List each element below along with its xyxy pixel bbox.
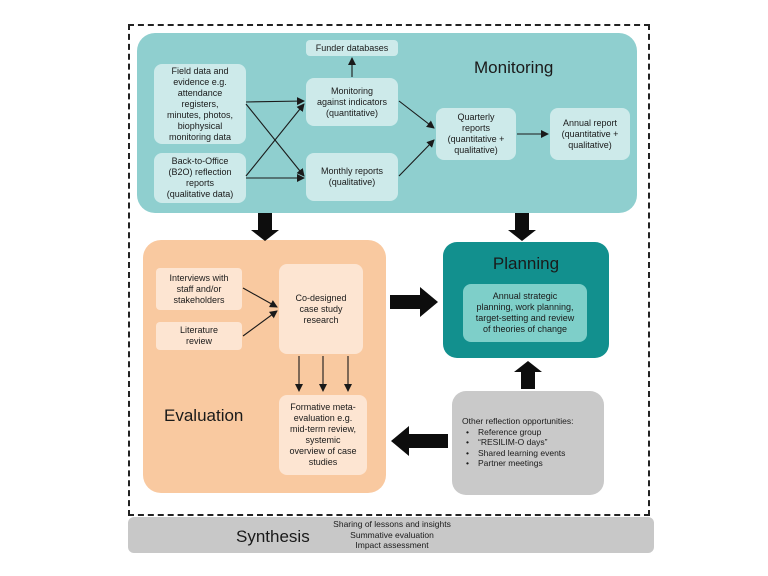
arrow-monitoring-to-planning [508, 213, 536, 241]
connector-literature-to-case-study [242, 310, 278, 337]
synthesis-line-impact: Impact assessment [355, 540, 429, 550]
monitoring-title: Monitoring [474, 58, 554, 77]
synthesis-line-lessons: Sharing of lessons and insights [333, 519, 451, 529]
case-study-box: Co-designed case study research [279, 264, 363, 354]
synthesis-title: Synthesis [236, 527, 310, 546]
synthesis-lines: Sharing of lessons and insights Summativ… [312, 519, 472, 551]
arrow-evaluation-to-planning [390, 287, 438, 317]
connector-indicators-to-quarterly [398, 100, 435, 129]
b2o-reports-box: Back-to-Office (B2O) reflection reports … [154, 153, 246, 203]
arrow-other-to-evaluation [391, 426, 448, 456]
other-reflection-heading: Other reflection opportunities: [462, 416, 574, 426]
connector-interviews-to-case-study [242, 287, 278, 308]
other-item-resilim-days: “RESILIM-O days” [462, 437, 602, 448]
connector-b2o-to-indicators [245, 103, 305, 177]
evaluation-title: Evaluation [164, 406, 244, 425]
arrow-other-to-planning [514, 361, 542, 389]
other-item-partner-meetings: Partner meetings [462, 458, 602, 469]
synthesis-line-summative: Summative evaluation [350, 529, 434, 540]
annual-report-box: Annual report (quantitative + qualitativ… [550, 108, 630, 160]
funder-databases-box: Funder databases [306, 40, 398, 56]
monthly-reports-box: Monthly reports (qualitative) [306, 153, 398, 201]
other-item-shared-learning: Shared learning events [462, 448, 602, 459]
monitoring-indicators-box: Monitoring against indicators (quantitat… [306, 78, 398, 126]
connector-monthly-to-quarterly [398, 139, 435, 177]
annual-planning-box: Annual strategic planning, work planning… [463, 284, 587, 342]
quarterly-reports-box: Quarterly reports (quantitative + qualit… [436, 108, 516, 160]
overall-boundary [128, 24, 650, 516]
literature-review-box: Literature review [156, 322, 242, 350]
formative-evaluation-box: Formative meta- evaluation e.g. mid-term… [279, 395, 367, 475]
arrow-monitoring-to-evaluation [251, 213, 279, 241]
other-item-reference-group: Reference group [462, 427, 602, 438]
interviews-box: Interviews with staff and/or stakeholder… [156, 268, 242, 310]
planning-title: Planning [492, 254, 560, 273]
other-reflection-content: Other reflection opportunities: Referenc… [462, 416, 602, 469]
other-reflection-list: Reference group “RESILIM-O days” Shared … [462, 427, 602, 469]
field-data-box: Field data and evidence e.g. attendance … [154, 64, 246, 144]
connector-field-to-indicators [245, 97, 305, 106]
synthesis-bar [128, 517, 654, 553]
